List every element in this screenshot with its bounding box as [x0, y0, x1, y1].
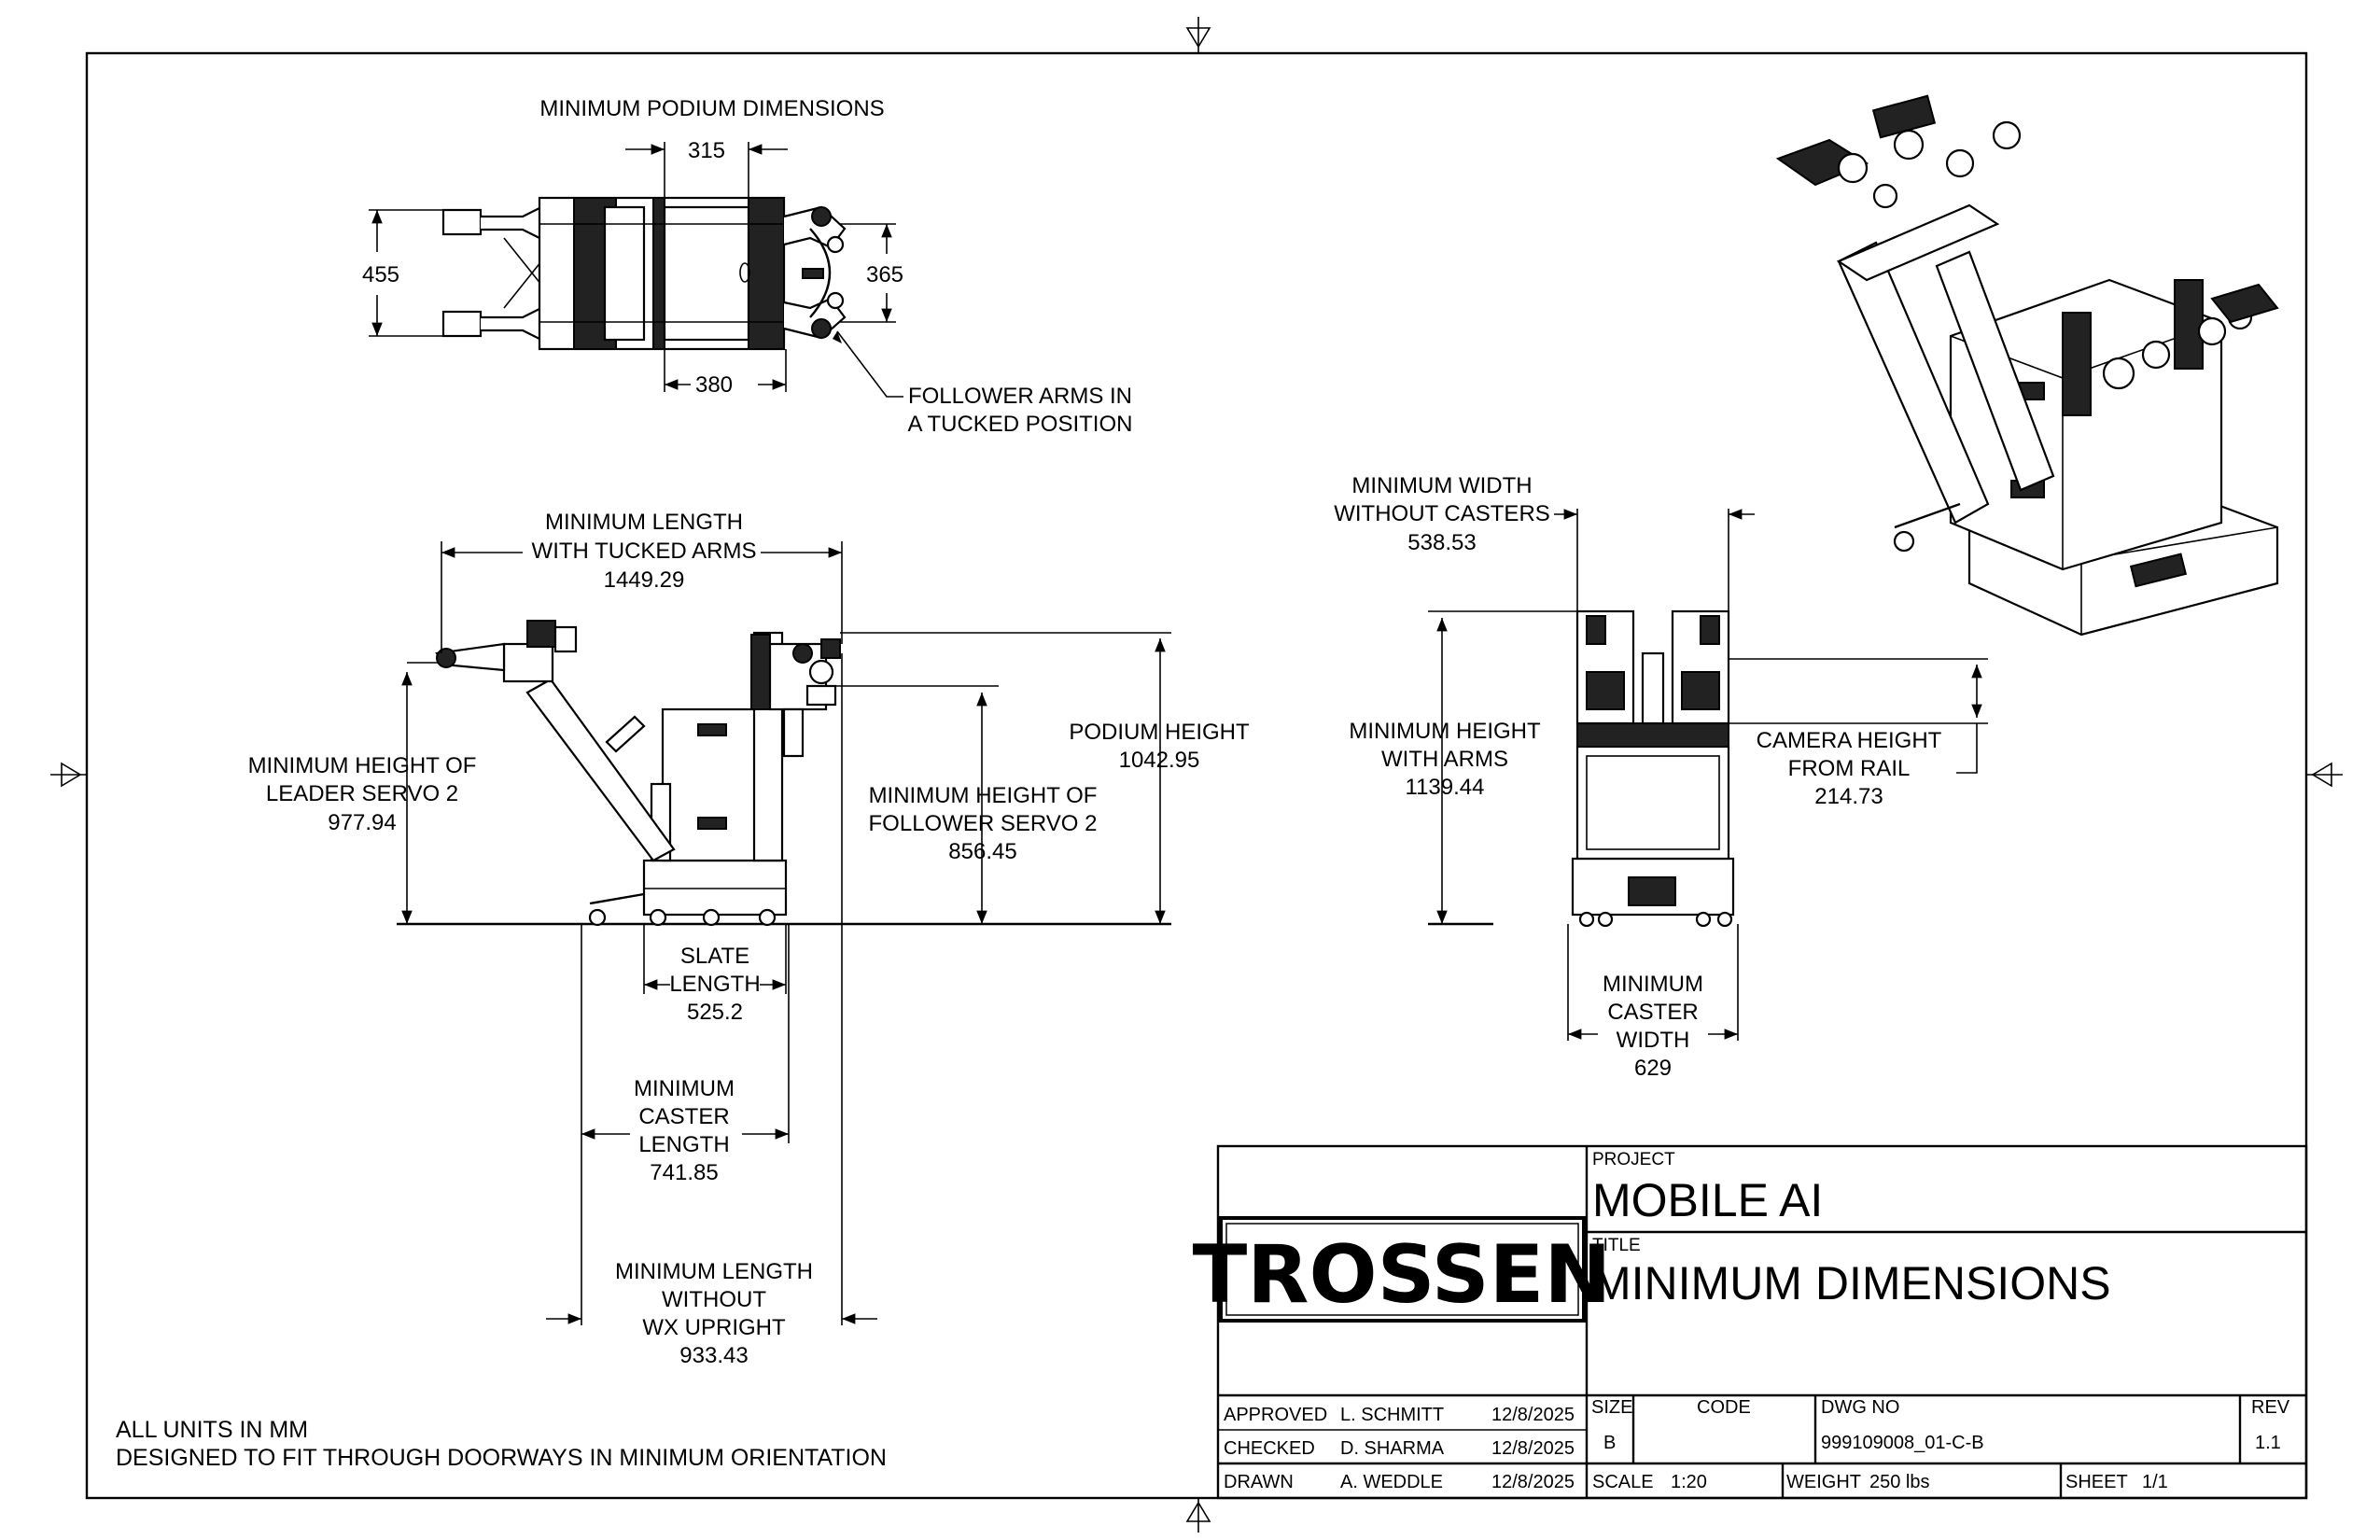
- caster-width-3: WIDTH: [1617, 1028, 1690, 1053]
- side-view-robot: [435, 620, 841, 927]
- project-label: PROJECT: [1592, 1150, 1675, 1169]
- note-doorways: DESIGNED TO FIT THROUGH DOORWAYS IN MINI…: [116, 1445, 887, 1471]
- caster-width-2: CASTER: [1607, 1000, 1698, 1025]
- dwg-no-label: DWG NO: [1821, 1397, 1899, 1418]
- note-units: ALL UNITS IN MM: [116, 1417, 308, 1443]
- length-without-upright-1: MINIMUM LENGTH: [615, 1259, 813, 1284]
- weight-label: WEIGHT: [1786, 1472, 1861, 1492]
- leader-servo-2: LEADER SERVO 2: [266, 781, 458, 806]
- follower-servo-2: FOLLOWER SERVO 2: [869, 811, 1098, 836]
- drawn-by: A. WEDDLE: [1340, 1472, 1443, 1492]
- trossen-logo: TROSSEN: [1193, 1216, 1612, 1323]
- drawing-title: MINIMUM DIMENSIONS: [1592, 1257, 2111, 1309]
- height-with-arms-1: MINIMUM HEIGHT: [1349, 719, 1541, 744]
- camera-height-value: 214.73: [1814, 784, 1883, 809]
- camera-height-1: CAMERA HEIGHT: [1757, 728, 1942, 753]
- scale-label: SCALE: [1592, 1472, 1654, 1492]
- caster-length-1: MINIMUM: [634, 1076, 735, 1101]
- weight-value: 250 lbs: [1869, 1472, 1930, 1492]
- front-view-robot: [1571, 609, 1735, 928]
- sheet-label: SHEET: [2065, 1472, 2128, 1492]
- caster-length-3: LENGTH: [638, 1132, 729, 1157]
- top-view-title: MINIMUM PODIUM DIMENSIONS: [539, 96, 884, 121]
- drawn-label: DRAWN: [1224, 1472, 1294, 1492]
- top-view-robot: [441, 196, 847, 351]
- scale-value: 1:20: [1671, 1472, 1707, 1492]
- project-name: MOBILE AI: [1592, 1174, 1823, 1226]
- logo-text: TROSSEN: [1193, 1228, 1612, 1322]
- approved-date: 12/8/2025: [1491, 1405, 1575, 1425]
- length-without-upright-3: WX UPRIGHT: [642, 1315, 786, 1340]
- slate-length-value: 525.2: [687, 1000, 743, 1025]
- front-view: MINIMUM WIDTH WITHOUT CASTERS 538.53 MIN…: [1334, 473, 1988, 1081]
- approved-label: APPROVED: [1224, 1405, 1327, 1425]
- caster-width-value: 629: [1634, 1056, 1672, 1081]
- dim-365: 365: [866, 262, 903, 287]
- centering-mark-bottom: [1185, 1498, 1211, 1533]
- size-label: SIZE: [1591, 1397, 1632, 1418]
- width-without-casters-2: WITHOUT CASTERS: [1334, 501, 1550, 526]
- height-with-arms-2: WITH ARMS: [1381, 747, 1508, 772]
- top-view: MINIMUM PODIUM DIMENSIONS: [362, 96, 1132, 437]
- slate-length-1: SLATE: [680, 944, 749, 969]
- caster-length-2: CASTER: [638, 1104, 729, 1129]
- isometric-view: [1775, 94, 2279, 637]
- code-label: CODE: [1697, 1397, 1751, 1418]
- checked-by: D. SHARMA: [1340, 1438, 1445, 1459]
- centering-mark-right: [2306, 762, 2343, 788]
- min-length-tucked-2: WITH TUCKED ARMS: [532, 539, 757, 564]
- slate-length-2: LENGTH: [669, 972, 760, 997]
- sheet-value: 1/1: [2142, 1472, 2168, 1492]
- approved-by: L. SCHMITT: [1340, 1405, 1444, 1425]
- drawn-date: 12/8/2025: [1491, 1472, 1575, 1492]
- podium-height-value: 1042.95: [1119, 748, 1200, 773]
- callout-follower-arms-1: FOLLOWER ARMS IN: [908, 384, 1132, 409]
- centering-mark-left: [50, 762, 87, 788]
- notes: ALL UNITS IN MM DESIGNED TO FIT THROUGH …: [116, 1417, 887, 1471]
- dim-380: 380: [695, 372, 733, 398]
- callout-follower-arms-2: A TUCKED POSITION: [908, 412, 1133, 437]
- dwg-no-value: 999109008_01-C-B: [1821, 1433, 1984, 1453]
- drawing-border: [50, 17, 2343, 1533]
- camera-height-2: FROM RAIL: [1788, 756, 1911, 781]
- rev-value: 1.1: [2255, 1433, 2281, 1453]
- dim-315: 315: [688, 138, 725, 163]
- centering-mark-top: [1185, 17, 1211, 53]
- checked-label: CHECKED: [1224, 1438, 1315, 1459]
- side-view: MINIMUM LENGTH WITH TUCKED ARMS 1449.29 …: [248, 510, 1250, 1368]
- size-value: B: [1603, 1433, 1616, 1453]
- follower-servo-value: 856.45: [948, 839, 1016, 864]
- rev-label: REV: [2251, 1397, 2290, 1418]
- min-length-tucked-value: 1449.29: [604, 567, 685, 593]
- dim-455: 455: [362, 262, 399, 287]
- width-without-casters-1: MINIMUM WIDTH: [1351, 473, 1532, 498]
- length-without-upright-value: 933.43: [679, 1343, 748, 1368]
- title-label: TITLE: [1592, 1236, 1641, 1255]
- checked-date: 12/8/2025: [1491, 1438, 1575, 1459]
- min-length-tucked-1: MINIMUM LENGTH: [545, 510, 743, 535]
- title-block: TROSSEN PROJECT MOBILE AI TITLE MINIMUM …: [1193, 1144, 2308, 1500]
- width-without-casters-value: 538.53: [1407, 530, 1476, 555]
- follower-servo-1: MINIMUM HEIGHT OF: [869, 783, 1098, 808]
- podium-height-label: PODIUM HEIGHT: [1069, 720, 1250, 745]
- length-without-upright-2: WITHOUT: [662, 1287, 766, 1312]
- height-with-arms-value: 1139.44: [1406, 775, 1485, 800]
- caster-width-1: MINIMUM: [1603, 972, 1703, 997]
- caster-length-value: 741.85: [650, 1160, 718, 1185]
- leader-servo-1: MINIMUM HEIGHT OF: [248, 753, 477, 778]
- leader-servo-value: 977.94: [328, 810, 396, 835]
